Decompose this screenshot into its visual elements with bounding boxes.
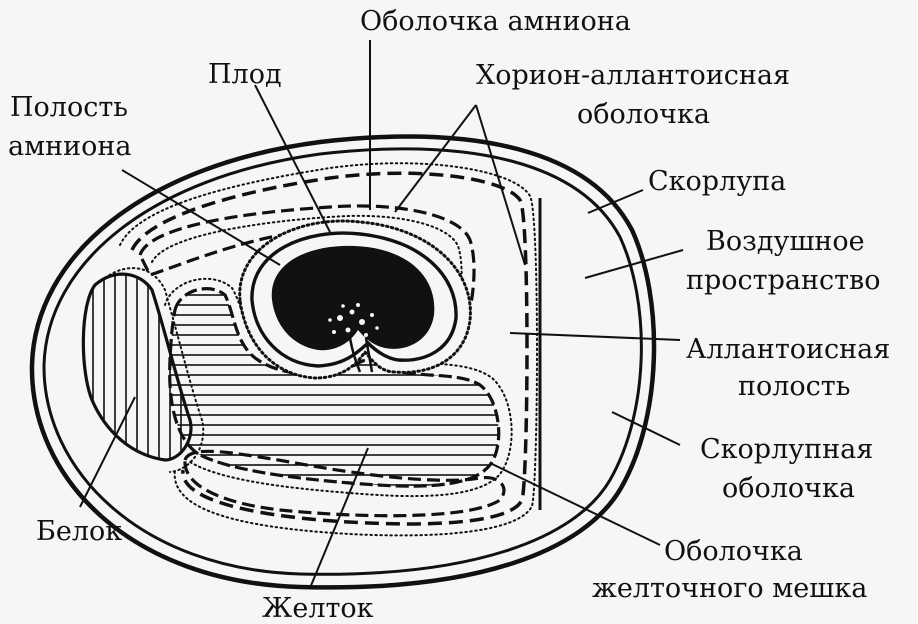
label-fetus: Плод bbox=[208, 59, 282, 90]
label-yolk-sac-line1: Оболочка bbox=[664, 536, 803, 567]
yolk-sac bbox=[168, 287, 501, 488]
label-chorion-line2: оболочка bbox=[577, 99, 710, 130]
amnion-inner bbox=[250, 231, 458, 368]
label-allantois-line2: полость bbox=[738, 371, 850, 402]
label-chorion-line1: Хорион-аллантоисная bbox=[476, 60, 790, 91]
shell-outline bbox=[29, 134, 657, 590]
chorion-allantois-dotted bbox=[119, 162, 538, 537]
albumen-sac bbox=[81, 272, 193, 462]
label-yolk: Желток bbox=[262, 593, 374, 624]
label-amnion-membrane: Оболочка амниона bbox=[360, 6, 631, 37]
umbilical-stalk bbox=[348, 337, 374, 373]
label-shell: Скорлупа bbox=[648, 166, 786, 197]
embryo-core bbox=[328, 303, 379, 342]
label-amnion-cavity-line2: амниона bbox=[8, 131, 131, 162]
label-shell-membrane-line1: Скорлупная bbox=[700, 434, 873, 465]
label-albumen: Белок bbox=[36, 516, 122, 547]
label-shell-membrane-line2: оболочка bbox=[722, 473, 855, 504]
chorion-allantois-dashed bbox=[130, 171, 529, 526]
leader-lines bbox=[79, 40, 684, 589]
label-amnion-cavity-line1: Полость bbox=[10, 92, 128, 123]
label-yolk-sac-line2: желточного мешка bbox=[592, 573, 867, 604]
label-air-line2: пространство bbox=[686, 265, 880, 296]
label-allantois-line1: Аллантоисная bbox=[686, 334, 890, 365]
shell-membrane-outline bbox=[42, 147, 643, 576]
label-air-line1: Воздушное bbox=[706, 226, 865, 257]
lower-compartment bbox=[183, 449, 506, 518]
fetus bbox=[271, 245, 435, 351]
